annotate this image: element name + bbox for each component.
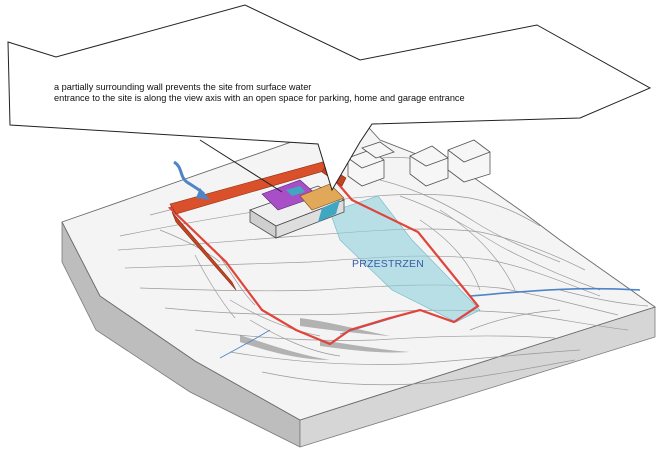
neighboring-houses	[347, 139, 491, 187]
callout-line-1: a partially surrounding wall prevents th…	[54, 82, 312, 92]
house-building	[249, 179, 345, 239]
open-space-area	[329, 195, 481, 323]
orange-volume	[299, 183, 345, 211]
callout-bubble	[7, 4, 652, 192]
callout-text: a partially surrounding wall prevents th…	[54, 82, 524, 104]
water-arrow	[173, 160, 210, 200]
callout-line-2: entrance to the site is along the view a…	[54, 93, 465, 103]
callout-pointer-2	[199, 139, 283, 193]
open-space-label: PRZESTRZEN	[352, 258, 425, 270]
site-boundary	[167, 163, 480, 346]
valley-shading	[240, 318, 410, 360]
